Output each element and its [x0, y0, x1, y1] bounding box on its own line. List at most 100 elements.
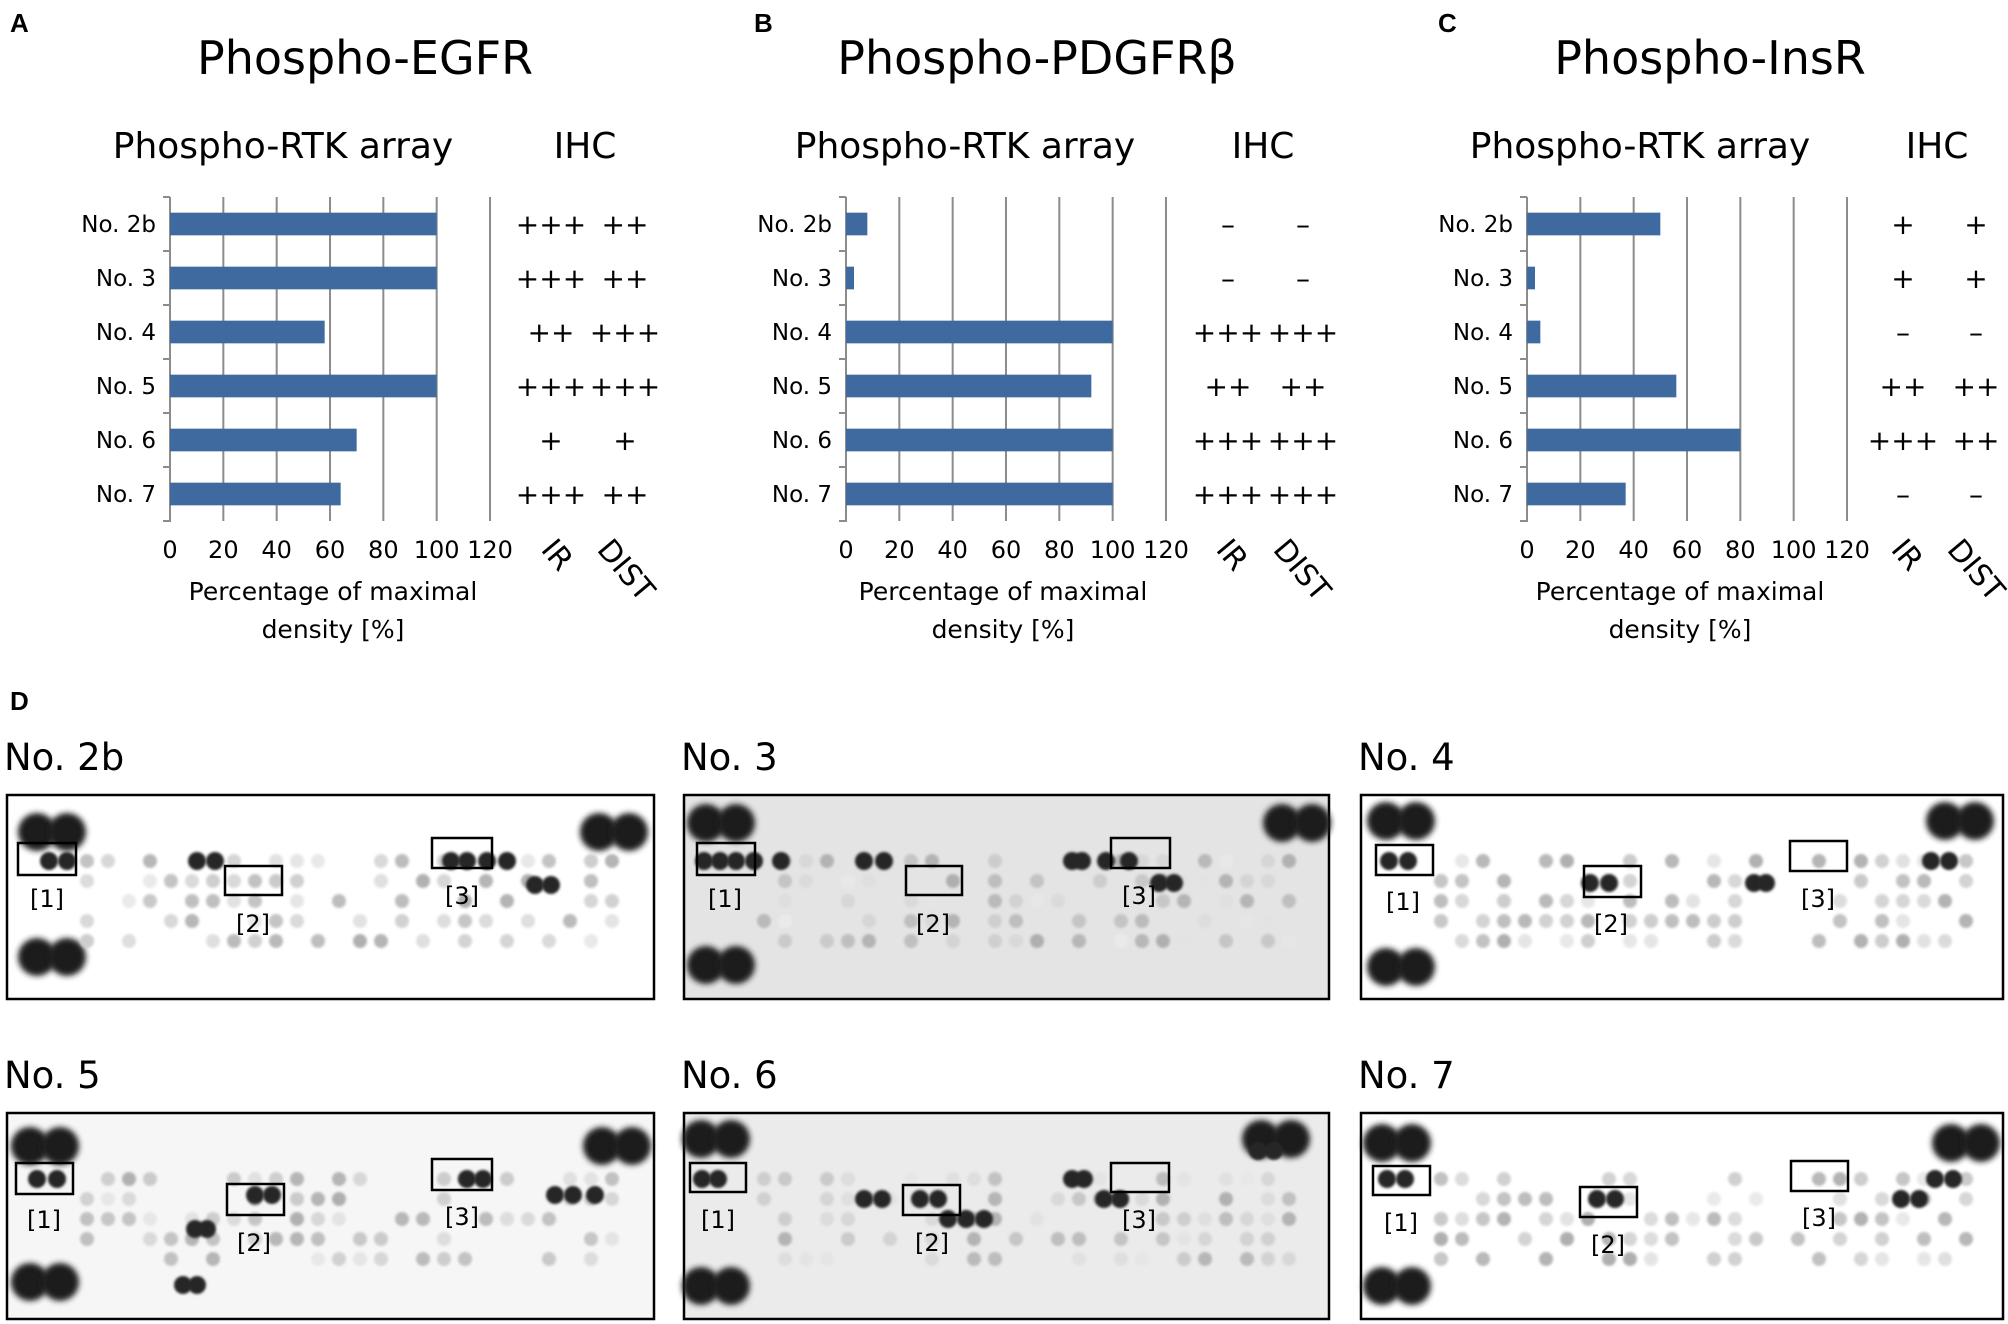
array-spot: [500, 1172, 514, 1186]
array-spot: [290, 1192, 304, 1206]
category-label: No. 2b: [1438, 212, 1513, 238]
array-spot: [1959, 1192, 1973, 1206]
category-label: No. 7: [96, 482, 156, 508]
array-spot-strong: [695, 852, 713, 870]
array-spot: [1644, 1212, 1658, 1226]
array-spot: [353, 1252, 367, 1266]
array-spot: [904, 934, 918, 948]
array-spot: [521, 854, 535, 868]
array-spot: [1854, 1172, 1868, 1186]
array-spot-strong: [772, 852, 790, 870]
array-spot: [1791, 1232, 1805, 1246]
array-spot: [1009, 1232, 1023, 1246]
array-spot: [1434, 1172, 1448, 1186]
array-spot-strong: [1396, 1170, 1414, 1188]
array-spot: [542, 1252, 556, 1266]
array-spot: [332, 1212, 346, 1226]
ihc-score: –: [1969, 316, 1983, 349]
array-spot: [1240, 1252, 1254, 1266]
array-spot: [1959, 854, 1973, 868]
blot-no-7: No. 7 [1] [2] [3]: [1358, 1054, 2005, 1321]
array-spot: [1219, 894, 1233, 908]
array-spot-strong: [875, 852, 893, 870]
array-spot: [1896, 874, 1910, 888]
array-spot: [1434, 1232, 1448, 1246]
array-spot: [143, 874, 157, 888]
ihc-table: +++ ++ +++ ++ ++ +++ +++ +++ + + +++ ++ …: [516, 208, 662, 609]
array-spot: [416, 934, 430, 948]
array-spot-strong: [1926, 1170, 1944, 1188]
array-spot: [290, 1232, 304, 1246]
category-label: No. 4: [1453, 320, 1513, 346]
reference-spot: [1363, 1124, 1401, 1162]
blot-spots: [1367, 802, 1994, 986]
array-spot: [1093, 874, 1107, 888]
array-spot: [1728, 874, 1742, 888]
bar: [170, 212, 437, 236]
array-spot: [1282, 1252, 1296, 1266]
array-spot: [925, 914, 939, 928]
array-spot-strong: [1581, 874, 1599, 892]
array-spot: [1072, 894, 1086, 908]
array-spot-strong: [1600, 874, 1618, 892]
array-spot: [227, 854, 241, 868]
array-spot: [1959, 874, 1973, 888]
array-spot: [1156, 1232, 1170, 1246]
bar: [170, 320, 325, 344]
array-spot: [1198, 1252, 1212, 1266]
array-spot-strong: [188, 1276, 206, 1294]
panel-letter: C: [1438, 8, 1457, 38]
array-spot: [206, 1252, 220, 1266]
array-spot: [1833, 914, 1847, 928]
array-spot: [1135, 874, 1149, 888]
ihc-score: +: [1964, 208, 1987, 241]
blot-no-6: No. 6 [1] [2] [3]: [681, 1054, 1331, 1321]
ihc-score: –: [1296, 208, 1310, 241]
array-spot: [1623, 914, 1637, 928]
array-spot: [1219, 1172, 1233, 1186]
region-box-1: [1371, 1164, 1432, 1197]
blot-title: No. 7: [1358, 1054, 1455, 1097]
array-spot: [605, 854, 619, 868]
region-box-2: [223, 864, 284, 897]
blot-no-5: No. 5 [1] [2] [3]: [4, 1054, 656, 1321]
array-spot: [1455, 1232, 1469, 1246]
array-spot: [584, 1252, 598, 1266]
array-spot: [227, 1172, 241, 1186]
array-spot: [1518, 914, 1532, 928]
array-spot: [1177, 934, 1191, 948]
x-tick-label: 40: [261, 536, 292, 564]
array-spot: [206, 934, 220, 948]
ihc-column-label-ir: IR: [1209, 533, 1255, 578]
panel-c: C Phospho-InsR Phospho-RTK array IHC No.…: [1438, 8, 2008, 644]
array-spot: [1219, 874, 1233, 888]
array-spot: [1917, 874, 1931, 888]
array-spot: [122, 894, 136, 908]
x-tick-label: 0: [162, 536, 177, 564]
array-spot: [1156, 1212, 1170, 1226]
category-label: No. 7: [1453, 482, 1513, 508]
array-spot-strong: [1120, 852, 1138, 870]
array-spot: [437, 1192, 451, 1206]
array-spot: [1198, 914, 1212, 928]
array-spot: [820, 1172, 834, 1186]
array-spot: [1539, 1252, 1553, 1266]
array-spot: [1240, 894, 1254, 908]
array-spot: [1135, 934, 1149, 948]
array-spot: [988, 894, 1002, 908]
array-spot: [479, 914, 493, 928]
array-spot: [1854, 874, 1868, 888]
array-spot: [1282, 1212, 1296, 1226]
array-subtitle: Phospho-RTK array: [1470, 126, 1811, 167]
array-spot: [353, 934, 367, 948]
array-spot-strong: [442, 852, 460, 870]
array-spot: [1219, 1192, 1233, 1206]
blot-spots: [18, 813, 648, 976]
array-spot: [778, 1232, 792, 1246]
array-spot: [1518, 1232, 1532, 1246]
array-spot: [820, 1252, 834, 1266]
reference-spot: [1932, 1124, 1970, 1162]
array-spot: [416, 1252, 430, 1266]
array-spot: [1875, 1192, 1889, 1206]
x-tick-label: 120: [467, 536, 513, 564]
